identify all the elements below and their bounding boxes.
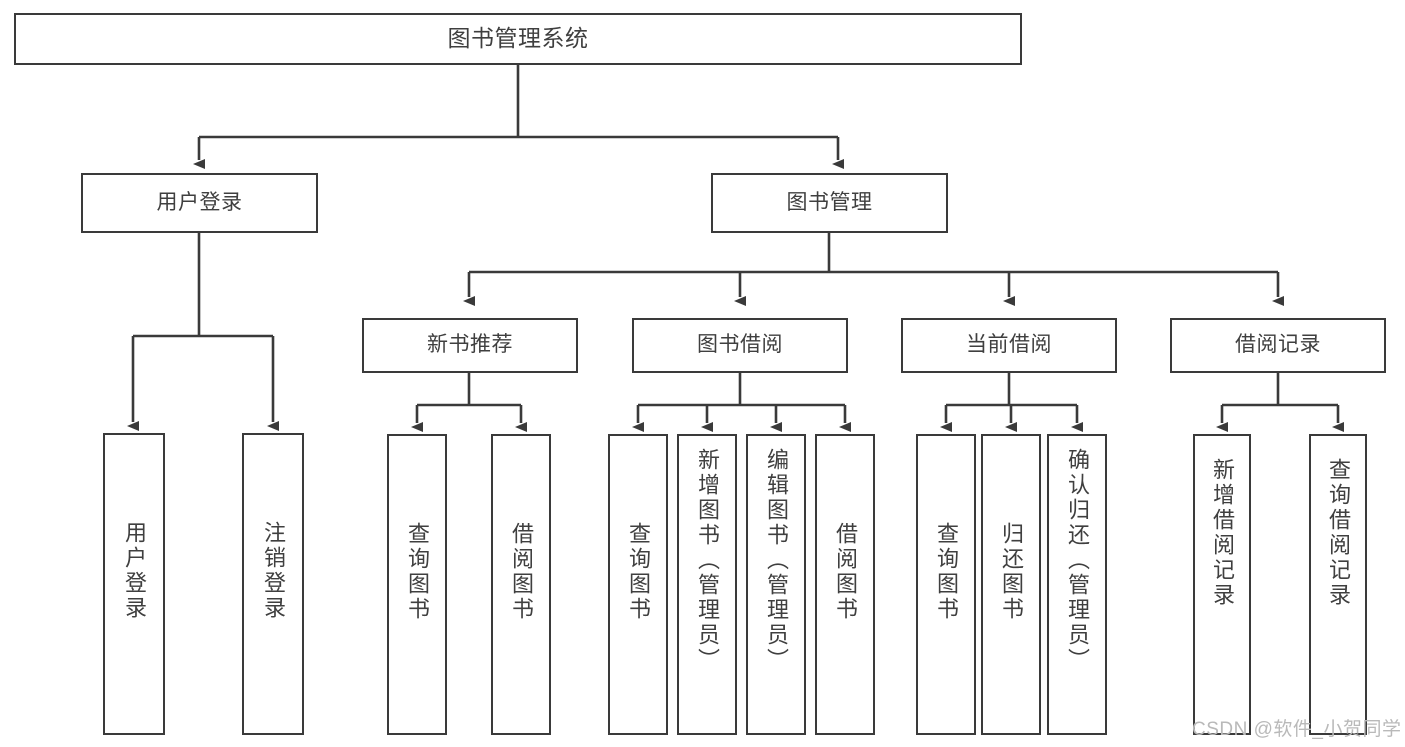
node-label: 查询图书 <box>625 522 651 622</box>
node-label: 注销登录 <box>260 521 286 621</box>
leaf-current-borrow-confirm-return[interactable]: 确认归还（管理员） <box>1047 434 1107 735</box>
node-book-borrow[interactable]: 图书借阅 <box>632 318 848 373</box>
leaf-current-borrow-query[interactable]: 查询图书 <box>916 434 976 735</box>
leaf-book-borrow-borrow[interactable]: 借阅图书 <box>815 434 875 735</box>
leaf-user-login-logout[interactable]: 注销登录 <box>242 433 304 735</box>
node-label: 借阅图书 <box>832 522 858 622</box>
node-label: 查询借阅记录 <box>1325 458 1351 608</box>
leaf-new-book-query[interactable]: 查询图书 <box>387 434 447 735</box>
node-book-management[interactable]: 图书管理 <box>711 173 948 233</box>
leaf-book-borrow-edit[interactable]: 编辑图书（管理员） <box>746 434 806 735</box>
node-label: 编辑图书（管理员） <box>763 448 789 673</box>
node-root-system[interactable]: 图书管理系统 <box>14 13 1022 65</box>
node-label: 新书推荐 <box>427 333 513 357</box>
leaf-current-borrow-return[interactable]: 归还图书 <box>981 434 1041 735</box>
leaf-book-borrow-add[interactable]: 新增图书（管理员） <box>677 434 737 735</box>
node-label: 查询图书 <box>933 522 959 622</box>
leaf-borrow-record-add[interactable]: 新增借阅记录 <box>1193 434 1251 735</box>
csdn-watermark: CSDN @软件_小贺同学 <box>1192 719 1402 740</box>
node-label: 归还图书 <box>998 522 1024 622</box>
node-label: 用户登录 <box>156 190 243 214</box>
node-label: 用户登录 <box>121 521 147 621</box>
node-label: 借阅图书 <box>508 522 534 622</box>
node-user-login[interactable]: 用户登录 <box>81 173 318 233</box>
leaf-book-borrow-query[interactable]: 查询图书 <box>608 434 668 735</box>
node-label: 查询图书 <box>404 522 430 622</box>
node-label: 新增图书（管理员） <box>694 448 720 673</box>
leaf-new-book-borrow[interactable]: 借阅图书 <box>491 434 551 735</box>
node-label: 借阅记录 <box>1235 333 1321 357</box>
node-borrow-record[interactable]: 借阅记录 <box>1170 318 1386 373</box>
node-current-borrow[interactable]: 当前借阅 <box>901 318 1117 373</box>
node-label: 当前借阅 <box>966 333 1052 357</box>
node-label: 图书管理系统 <box>447 25 589 52</box>
node-label: 新增借阅记录 <box>1209 458 1235 608</box>
node-label: 图书借阅 <box>697 333 783 357</box>
leaf-borrow-record-query[interactable]: 查询借阅记录 <box>1309 434 1367 735</box>
node-label: 图书管理 <box>786 190 873 214</box>
node-label: 确认归还（管理员） <box>1064 448 1090 673</box>
leaf-user-login-login[interactable]: 用户登录 <box>103 433 165 735</box>
node-new-book-recommend[interactable]: 新书推荐 <box>362 318 578 373</box>
